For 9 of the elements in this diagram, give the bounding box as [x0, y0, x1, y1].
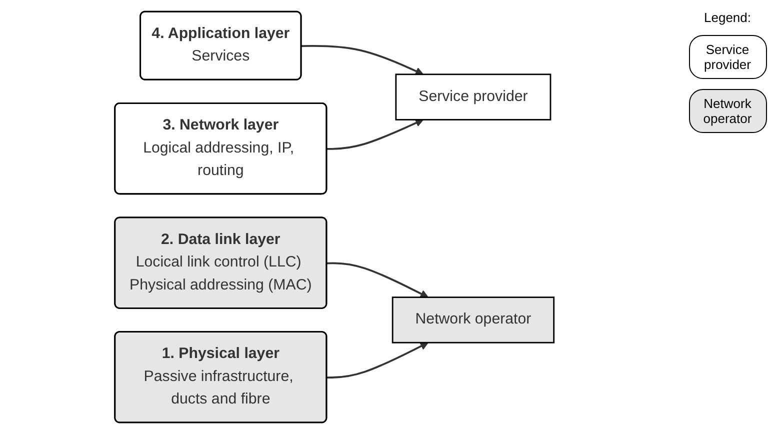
node-box: Network operator — [392, 296, 554, 344]
arrow — [326, 342, 428, 379]
legend-title: Legend: — [703, 10, 752, 25]
arrow — [326, 262, 428, 298]
arrow — [301, 44, 424, 76]
arrow — [326, 119, 424, 150]
legend-swatch: Network operator — [688, 89, 766, 133]
node-box: Service provider — [394, 74, 551, 120]
legend-swatch: Service provider — [688, 35, 766, 79]
